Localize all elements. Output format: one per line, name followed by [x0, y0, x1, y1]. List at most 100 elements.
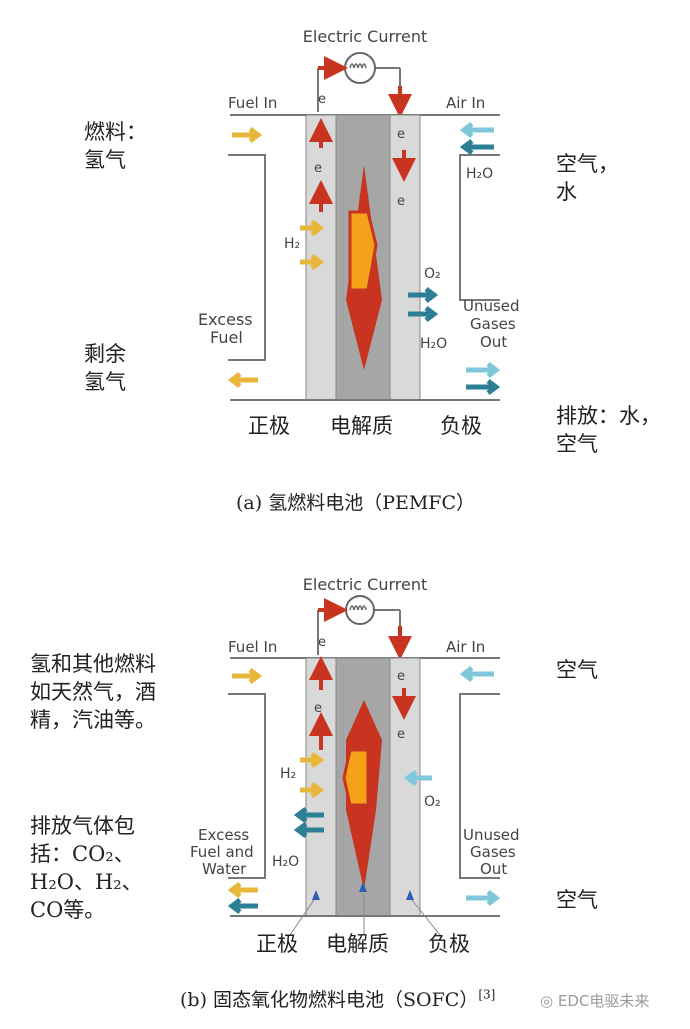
- ion-marker-icon: [359, 882, 367, 892]
- h2-arrow: [300, 752, 325, 768]
- unused-gases-label: Unused: [463, 297, 520, 315]
- load-resistor-icon: [344, 52, 376, 84]
- air-in-arrow: [459, 139, 494, 155]
- ion-flow-core: [342, 748, 370, 807]
- fuel-in-arrow: [232, 127, 263, 143]
- label-line: 如天然气，酒: [30, 680, 156, 704]
- electric-current-label: Electric Current: [303, 27, 427, 46]
- h2-arrow: [300, 254, 325, 270]
- air-in-label: Air In: [446, 94, 485, 112]
- electrolyte-label: 电解质: [330, 414, 393, 438]
- caption-a: (a) 氢燃料电池（PEMFC）: [236, 492, 476, 514]
- label-line: 剩余: [84, 342, 126, 366]
- label-line: 燃料：: [84, 120, 147, 144]
- unused-gases-label: Out: [480, 860, 507, 878]
- excess-label: Excess: [198, 826, 249, 844]
- coil-icon: [349, 605, 367, 611]
- exhaust-arrow: [466, 890, 501, 906]
- air-water-label: 空气， 水: [556, 150, 619, 206]
- coil-icon: [349, 63, 367, 69]
- excess-label: Fuel and: [190, 843, 254, 861]
- pointer-line: [289, 899, 315, 936]
- o2-label: O₂: [424, 794, 441, 810]
- h2-arrow: [300, 220, 325, 236]
- anode-electrode: [305, 114, 337, 401]
- negative-electrode-label: 负极: [428, 932, 470, 956]
- excess-arrow: [227, 882, 258, 898]
- watermark-text: EDC电驱未来: [557, 992, 650, 1010]
- air-in-arrow: [459, 122, 494, 138]
- h2-label: H₂: [284, 236, 300, 252]
- exhaust-gases-label: 排放气体包 括：CO₂、 H₂O、H₂、 CO等。: [30, 812, 143, 924]
- air-in-cn-label: 空气: [556, 658, 598, 682]
- label-line: 氢和其他燃料: [30, 652, 156, 676]
- positive-electrode-label: 正极: [248, 414, 290, 438]
- sofc-diagram: Electric Current Fuel In Air In e e e e …: [190, 575, 520, 936]
- o2-arrow: [408, 287, 439, 303]
- ion-flow-core: [348, 210, 378, 292]
- label-line: 水: [556, 180, 577, 204]
- excess-arrow: [227, 898, 258, 914]
- fuel-in-label: Fuel In: [228, 638, 277, 656]
- fuel-hydrogen-label: 燃料： 氢气: [84, 118, 147, 174]
- pemfc-diagram: Electric Current Fuel In Air In e e e e …: [198, 27, 520, 401]
- wechat-icon: ◎: [540, 992, 554, 1010]
- excess-fuel-arrow: [227, 372, 258, 388]
- unused-gases-label: Out: [480, 333, 507, 351]
- unused-gases-label: Gases: [470, 315, 516, 333]
- air-chamber: [459, 693, 500, 879]
- h2o-label: H₂O: [420, 336, 447, 352]
- electron-label: e: [397, 127, 405, 142]
- label-line: H₂O、H₂、: [30, 870, 143, 894]
- water-arrow: [293, 822, 324, 838]
- electron-label: e: [397, 727, 405, 742]
- fuel-in-label: Fuel In: [228, 94, 277, 112]
- anode-electrode: [305, 657, 337, 917]
- o2-arrow: [403, 770, 432, 786]
- o2-arrow: [408, 306, 439, 322]
- h2o-label: H₂O: [466, 166, 493, 182]
- label-line: 氢气: [84, 370, 126, 394]
- unused-gases-label: Unused: [463, 826, 520, 844]
- watermark: ◎ EDC电驱未来: [540, 990, 649, 1011]
- label-line: 空气，: [556, 152, 619, 176]
- air-chamber: [459, 154, 500, 301]
- remaining-hydrogen-label: 剩余 氢气: [84, 340, 126, 396]
- electron-label: e: [397, 194, 405, 209]
- electron-label: e: [397, 669, 405, 684]
- water-arrow: [293, 807, 324, 823]
- label-line: 精，汽油等。: [30, 708, 156, 732]
- exhaust-arrow: [466, 379, 501, 395]
- caption-text: (b) 固态氧化物燃料电池（SOFC）: [180, 989, 479, 1011]
- label-line: 氢气: [84, 148, 126, 172]
- electron-label: e: [318, 635, 326, 650]
- unused-gases-label: Gases: [470, 843, 516, 861]
- electric-current-label: Electric Current: [303, 575, 427, 594]
- excess-label: Water: [202, 860, 247, 878]
- electron-label: e: [314, 701, 322, 716]
- label-line: 排放：水，: [556, 404, 661, 428]
- excess-fuel-label: Fuel: [210, 328, 243, 347]
- exhaust-label: 排放：水， 空气: [556, 402, 661, 458]
- electron-label: e: [314, 161, 322, 176]
- excess-fuel-label: Excess: [198, 310, 253, 329]
- ion-marker-icon: [406, 890, 414, 900]
- h2-label: H₂: [280, 766, 296, 782]
- negative-electrode-label: 负极: [440, 414, 482, 438]
- caption-b: (b) 固态氧化物燃料电池（SOFC）[3]: [180, 985, 495, 1012]
- electrolyte-label: 电解质: [326, 932, 389, 956]
- h2-arrow: [300, 782, 325, 798]
- fuel-chamber: [228, 693, 266, 879]
- fuel-in-arrow: [232, 668, 263, 684]
- positive-electrode-label: 正极: [256, 932, 298, 956]
- air-in-arrow: [459, 666, 494, 682]
- fuel-types-label: 氢和其他燃料 如天然气，酒 精，汽油等。: [30, 650, 156, 734]
- fuel-chamber: [228, 154, 266, 361]
- ion-marker-icon: [312, 890, 320, 900]
- air-out-cn-label: 空气: [556, 888, 598, 912]
- citation: [3]: [478, 987, 496, 1002]
- h2o-label: H₂O: [272, 854, 299, 870]
- o2-label: O₂: [424, 266, 441, 282]
- air-in-label: Air In: [446, 638, 485, 656]
- label-line: 括：CO₂、: [30, 842, 135, 866]
